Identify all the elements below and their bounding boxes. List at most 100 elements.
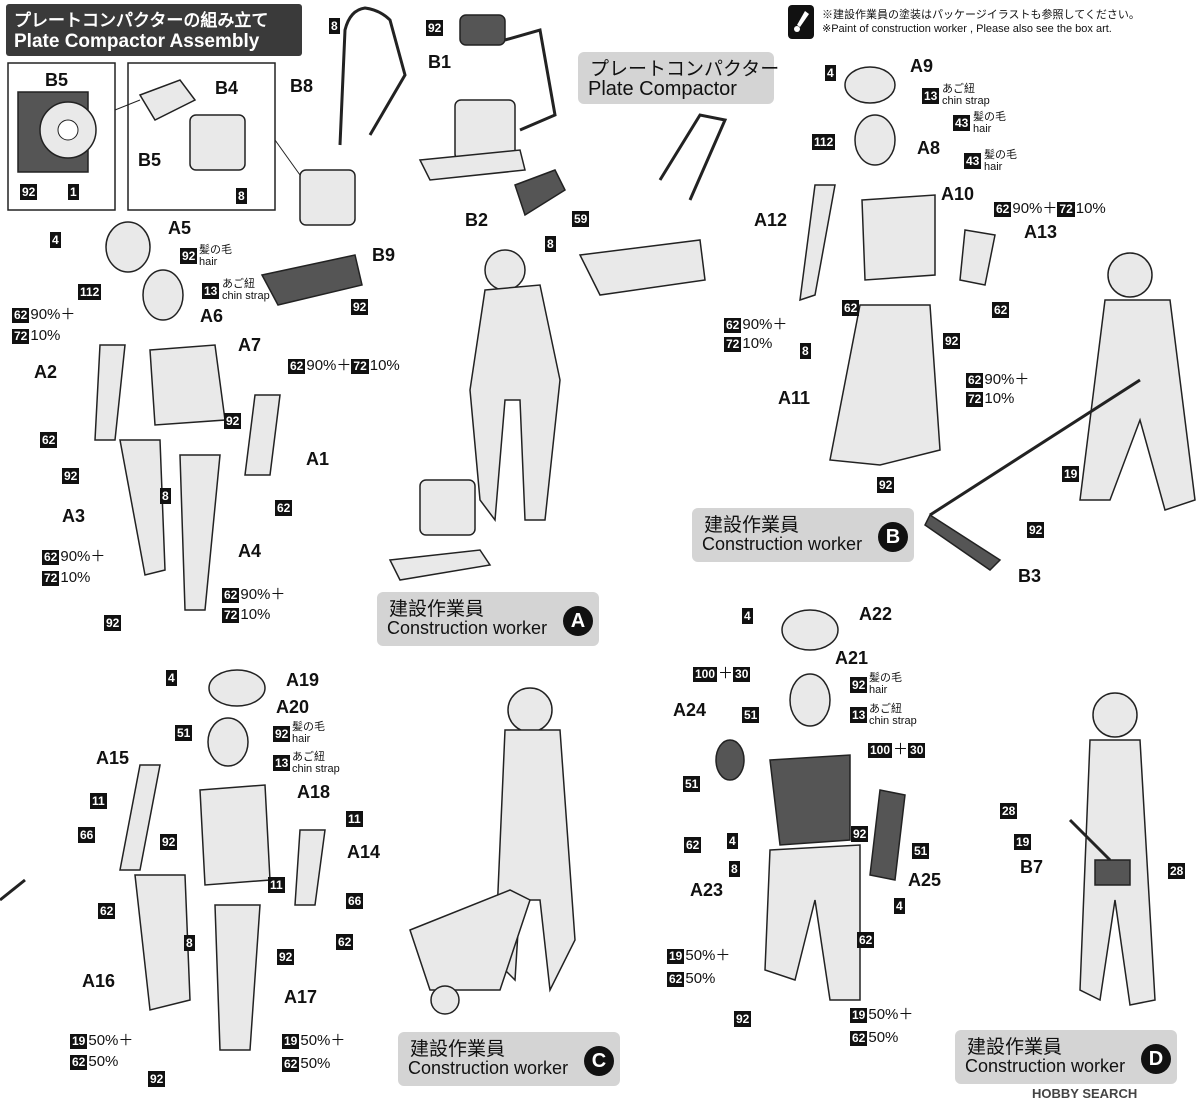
compactor-label-en: Plate Compactor (588, 78, 737, 100)
strap-en: chin strap (869, 715, 917, 727)
part-label: A7 (238, 335, 262, 355)
paint-tag: 28 (1000, 803, 1018, 819)
part-label: A18 (297, 782, 331, 802)
paint-tag: 62 (336, 934, 354, 950)
paint-tag: 92 (104, 615, 122, 631)
part-label: A20 (276, 697, 310, 717)
paint-tag: 11 (90, 793, 107, 809)
paint-tag: 92 (351, 299, 369, 315)
paint-tag: 43 (964, 153, 982, 169)
paint-mix: 100＋30 (868, 741, 926, 758)
paint-tag: 13 (202, 283, 220, 299)
paint-tag: 92 (180, 248, 198, 264)
paint-tag: 92 (877, 477, 895, 493)
paint-tag: 51 (742, 707, 760, 723)
paint-tag: 92 (62, 468, 80, 484)
part-label: A8 (917, 138, 941, 158)
worker-letter-d: D (1141, 1044, 1171, 1074)
paint-tag: 8 (160, 488, 171, 504)
paint-tag: 112 (78, 284, 102, 300)
hair-jp: 髪の毛 (973, 111, 1006, 123)
paint-tag: 4 (894, 898, 905, 914)
worker-label-b-en: Construction worker (702, 534, 863, 554)
part-label: A4 (238, 541, 262, 561)
paint-tag: 92 (1027, 522, 1045, 538)
paint-tag: 62 (40, 432, 58, 448)
paint-tag: 51 (912, 843, 930, 859)
hair-jp: 髪の毛 (292, 721, 325, 733)
part-label: A19 (286, 670, 320, 690)
strap-jp: あご紐 (942, 83, 975, 95)
part-label: B1 (428, 52, 452, 72)
header-title-en: Plate Compactor Assembly (14, 31, 260, 52)
worker-label-b-jp: 建設作業員 (704, 515, 800, 536)
part-label: A6 (200, 306, 224, 326)
paint-tag: 13 (273, 755, 291, 771)
part-label: A22 (859, 604, 893, 624)
paint-tag: 51 (683, 776, 701, 792)
part-label: A17 (284, 987, 318, 1007)
worker-label-c-en: Construction worker (408, 1058, 569, 1078)
part-label: B4 (215, 78, 239, 98)
paint-tag: 92 (426, 20, 444, 36)
paint-tag: 8 (184, 935, 195, 951)
paint-tag: 4 (727, 833, 738, 849)
paint-tag: 19 (1062, 466, 1080, 482)
part-label: B9 (372, 245, 396, 265)
hair-en: hair (199, 256, 218, 268)
paint-tag: 92 (851, 826, 869, 842)
paint-tag: 92 (943, 333, 961, 349)
paint-tag: 13 (922, 88, 940, 104)
hair-en: hair (973, 123, 992, 135)
paint-tag: 28 (1168, 863, 1186, 879)
worker-label-b: 建設作業員 Construction worker B (692, 508, 914, 562)
part-label: A5 (168, 218, 192, 238)
paint-tag: 66 (346, 893, 364, 909)
paint-tag: 92 (277, 949, 295, 965)
part-label: A3 (62, 506, 86, 526)
paint-tag: 92 (273, 726, 291, 742)
compactor-label-jp: プレートコンパクター (590, 59, 780, 80)
part-label: A13 (1024, 222, 1058, 242)
part-label: B5 (45, 70, 69, 90)
part-label: A9 (910, 56, 934, 76)
strap-jp: あご紐 (292, 751, 325, 763)
paint-tag: 92 (20, 184, 38, 200)
paint-tag: 8 (729, 861, 740, 877)
compactor-label: プレートコンパクター Plate Compactor (578, 52, 779, 104)
paint-tag: 62 (275, 500, 293, 516)
paint-tag: 92 (148, 1071, 166, 1087)
paint-tag: 4 (50, 232, 61, 248)
paint-tag: 4 (742, 608, 753, 624)
part-label: B5 (138, 150, 162, 170)
paint-tag: 8 (545, 236, 556, 252)
strap-jp: あご紐 (222, 278, 255, 290)
worker-label-d: 建設作業員 Construction worker D (955, 1030, 1177, 1084)
worker-label-c: 建設作業員 Construction worker C (398, 1032, 620, 1086)
paint-tag: 66 (78, 827, 96, 843)
part-label: A24 (673, 700, 707, 720)
worker-label-c-jp: 建設作業員 (410, 1039, 506, 1060)
part-label: A25 (908, 870, 942, 890)
part-label: A16 (82, 971, 116, 991)
section-header: プレートコンパクターの組み立て Plate Compactor Assembly (6, 4, 302, 56)
paint-tag: 8 (800, 343, 811, 359)
hair-en: hair (292, 733, 311, 745)
paint-tag: 62 (842, 300, 860, 316)
part-label: A11 (778, 388, 811, 408)
paint-tag: 19 (1014, 834, 1032, 850)
